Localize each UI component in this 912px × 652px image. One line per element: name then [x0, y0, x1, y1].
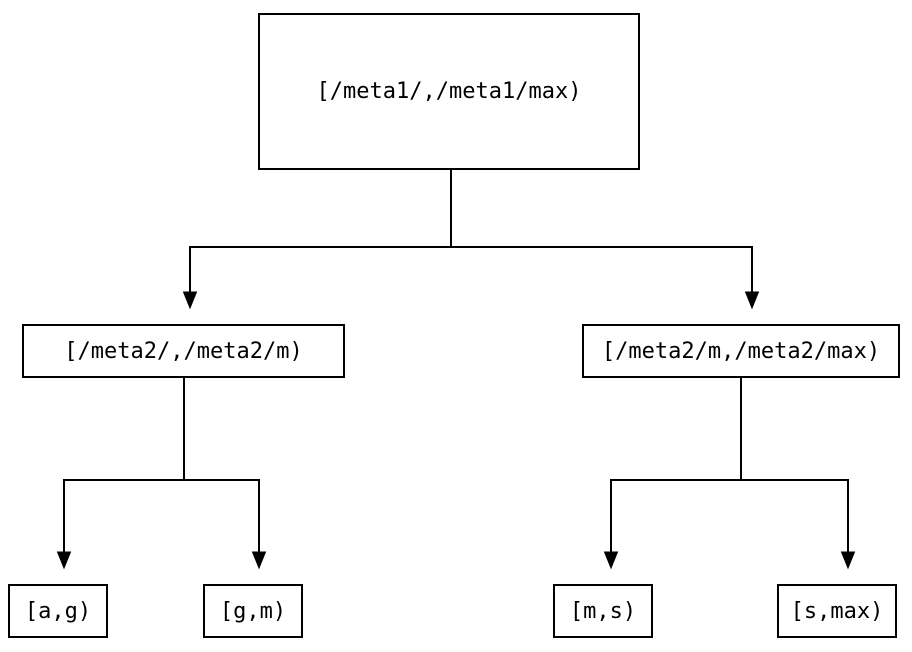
tree-node-left: [/meta2/,/meta2/m) — [22, 324, 345, 378]
edge-root-to-right — [450, 170, 760, 310]
edge-right-to-leaf-ms — [603, 378, 742, 570]
tree-node-leaf-ag: [a,g) — [8, 584, 108, 638]
tree-node-leaf-gm: [g,m) — [203, 584, 303, 638]
arrowhead-down-icon — [251, 551, 267, 570]
tree-node-leaf-smax: [s,max) — [777, 584, 897, 638]
edge-line — [183, 378, 260, 552]
node-leaf-ms-label: [m,s) — [569, 598, 637, 624]
edge-root-to-left — [182, 170, 452, 310]
tree-node-root: [/meta1/,/meta1/max) — [258, 13, 640, 170]
node-leaf-smax-label: [s,max) — [790, 598, 884, 624]
edge-line — [63, 378, 185, 552]
edge-line — [450, 170, 753, 292]
arrowhead-down-icon — [56, 551, 72, 570]
edge-line — [740, 378, 849, 552]
arrowhead-down-icon — [603, 551, 619, 570]
node-root-label: [/meta1/,/meta1/max) — [316, 79, 582, 104]
edge-line — [189, 170, 452, 292]
arrowhead-down-icon — [840, 551, 856, 570]
tree-node-leaf-ms: [m,s) — [553, 584, 653, 638]
node-leaf-gm-label: [g,m) — [219, 598, 287, 624]
node-right-label: [/meta2/m,/meta2/max) — [601, 338, 881, 364]
arrowhead-down-icon — [182, 291, 198, 310]
edge-left-to-leaf-ag — [56, 378, 185, 570]
edge-right-to-leaf-smax — [740, 378, 856, 570]
tree-node-right: [/meta2/m,/meta2/max) — [582, 324, 900, 378]
edge-left-to-leaf-gm — [183, 378, 267, 570]
arrowhead-down-icon — [744, 291, 760, 310]
edge-line — [610, 378, 742, 552]
node-leaf-ag-label: [a,g) — [24, 598, 92, 624]
node-left-label: [/meta2/,/meta2/m) — [64, 338, 303, 364]
